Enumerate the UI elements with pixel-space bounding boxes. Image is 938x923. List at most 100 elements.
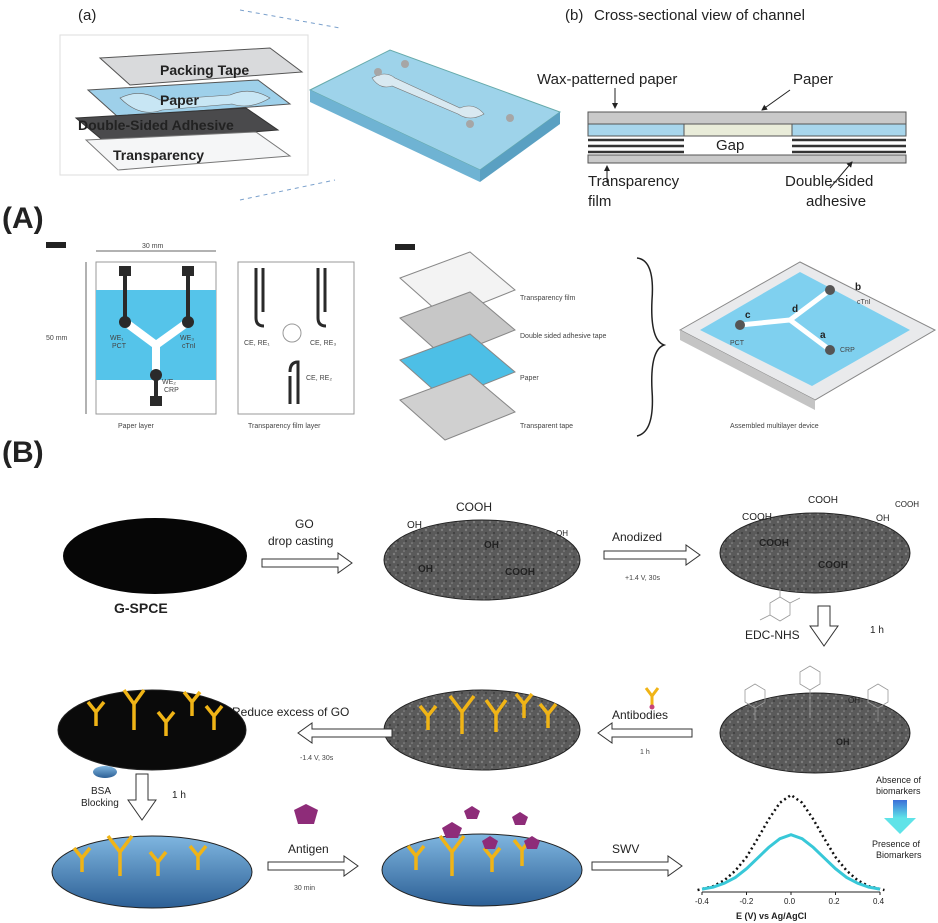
we3-disk — [182, 316, 194, 328]
layer-adhesive: Double-Sided Adhesive — [78, 117, 234, 133]
transparency-hole — [282, 323, 302, 343]
device-hole — [466, 120, 474, 128]
chart-tick-label: -0.4 — [695, 897, 709, 906]
step6-time: 1 h — [172, 790, 186, 801]
gspce-electrode — [63, 518, 247, 594]
we2-sub: CRP — [164, 387, 179, 394]
device-channel — [371, 73, 485, 119]
biomarker-arrow-head — [884, 818, 916, 834]
stack-tape-label: Transparent tape — [520, 423, 573, 430]
arrow-step7 — [267, 855, 359, 877]
device-electrode — [825, 285, 835, 295]
antigen-icon — [294, 804, 318, 824]
scale-bar — [46, 242, 66, 248]
contact-pad — [150, 396, 162, 406]
stack-transparency-label: Transparency film — [520, 295, 576, 302]
device-electrode — [825, 345, 835, 355]
device-crp: CRP — [840, 347, 855, 354]
panel-b-label: (b) — [565, 7, 583, 24]
biomarker-arrow-shaft — [893, 800, 907, 818]
wax-paper-label: Wax-patterned paper — [537, 71, 677, 88]
height-label: 50 mm — [46, 335, 68, 342]
go-electrode — [383, 519, 581, 601]
layer-packing-tape: Packing Tape — [160, 62, 249, 78]
panel-a-frame — [59, 34, 309, 176]
point-a: a — [820, 330, 826, 341]
paper-label: Paper — [793, 71, 833, 88]
absence-1: Absence of — [876, 775, 922, 785]
ce-re-2-label: CE, RE₂ — [306, 375, 332, 382]
section-A: (A) 30 mm 50 mm WE₁ PCT WE₃ cTnI WE₂ CRP… — [2, 202, 937, 441]
an-oh: OH — [876, 513, 890, 523]
step3-time: 1 h — [870, 625, 884, 636]
stack-paper — [399, 333, 516, 401]
we3-sub: cTnI — [182, 343, 196, 350]
bound-antigens — [442, 806, 540, 849]
we1-label: WE₁ — [110, 335, 124, 342]
we3-label: WE₃ — [180, 335, 194, 342]
an-cooh-4: COOH — [759, 538, 789, 549]
go-oh-4: OH — [418, 564, 433, 575]
width-label: 30 mm — [142, 243, 164, 250]
presence-1: Presence of — [872, 839, 921, 849]
xs-adhesive-right — [792, 138, 906, 154]
stack-tape — [399, 373, 516, 441]
chart-tick-label: 0.4 — [873, 897, 885, 906]
step5-text: Reduce excess of GO — [232, 705, 349, 719]
xs-top-layer — [587, 111, 907, 125]
contact-pad — [119, 266, 131, 276]
step7-time: 30 min — [294, 885, 315, 892]
antibody-icon — [644, 687, 660, 710]
paper-channel — [119, 90, 271, 113]
step6-text-1: BSA — [91, 786, 111, 797]
chart-tick-label: 0.2 — [829, 897, 841, 906]
we2-label: WE₂ — [162, 379, 176, 386]
step8-text: SWV — [612, 842, 639, 856]
step1-text-1: GO — [295, 517, 314, 531]
step2-cond: +1.4 V, 30s — [625, 575, 660, 582]
device-hole — [506, 114, 514, 122]
stack-paper-label: Paper — [520, 375, 539, 382]
arrow-step5 — [297, 722, 393, 744]
scale-bar-2 — [395, 244, 415, 250]
an-cooh-2: COOH — [808, 495, 838, 506]
ac-oh-1: OH — [848, 696, 860, 705]
go-cooh-1: COOH — [456, 500, 492, 514]
antigen-electrode — [381, 833, 583, 907]
device-base-side — [680, 330, 815, 410]
arrow-step3 — [809, 605, 839, 647]
step5-cond: -1.4 V, 30s — [300, 755, 334, 762]
antibody-electrode — [383, 689, 581, 771]
device-ctni: cTnI — [857, 299, 871, 306]
arrow-step1 — [261, 552, 353, 574]
assembled-device-side — [310, 90, 480, 182]
ce-re-3-label: CE, RE₃ — [310, 340, 336, 347]
dashed-arrow-bottom — [239, 179, 336, 201]
transparency-traces — [254, 268, 327, 404]
chart-series-line-2 — [701, 833, 881, 891]
assembled-caption: Assembled multilayer device — [730, 423, 819, 430]
we1-sub: PCT — [112, 343, 127, 350]
chart-tick-label: 0.0 — [784, 897, 796, 906]
adhesive-arrow — [829, 161, 853, 189]
chart-xlabel: E (V) vs Ag/AgCl — [736, 911, 807, 921]
edc-molecule — [759, 588, 801, 622]
panel-a-label: (a) — [78, 7, 96, 24]
device-pct: PCT — [730, 340, 745, 347]
step4-time: 1 h — [640, 749, 650, 756]
panel-a: (a) Packing Tape Paper Double-Sided Adhe… — [59, 7, 562, 201]
arrow-step2 — [603, 544, 701, 566]
ce-re-1-label: CE, RE₁ — [244, 340, 270, 347]
xs-wax-left — [587, 123, 685, 137]
go-oh-2: OH — [484, 540, 499, 551]
we1-disk — [119, 316, 131, 328]
contact-pad — [182, 266, 194, 276]
stack-adhesive-label: Double sided adhesive tape — [520, 333, 607, 340]
an-cooh-5: COOH — [818, 560, 848, 571]
ac-oh-2: OH — [836, 737, 850, 747]
xs-adhesive-left — [588, 138, 684, 154]
arrow-step4 — [597, 722, 693, 744]
arrow-step6 — [127, 773, 157, 821]
activated-electrode — [719, 692, 911, 774]
